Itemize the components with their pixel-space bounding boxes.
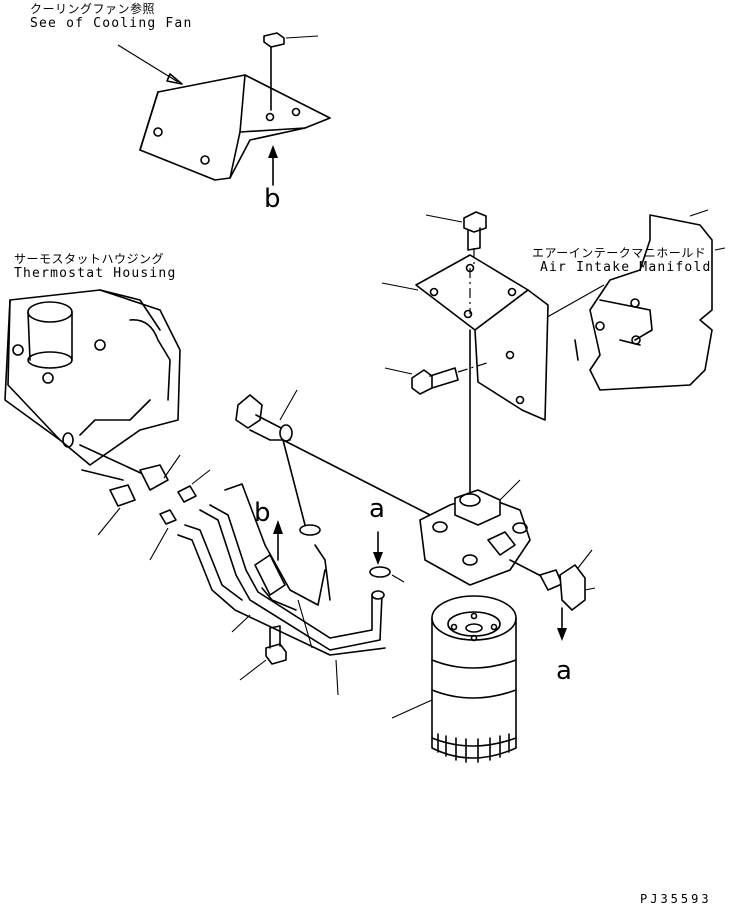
drain-fitting-part <box>539 549 596 611</box>
cooling-fan-leader <box>117 44 183 85</box>
hose-clips <box>282 439 405 583</box>
cooling-fan-label-jp: クーリングファン参照 <box>30 2 156 16</box>
arrow-b-mid <box>273 520 283 561</box>
coolant-pipes-part <box>177 483 386 656</box>
arrow-a-top <box>373 531 383 565</box>
drawing-code: PJ35593 <box>640 892 712 906</box>
arrow-a-bottom <box>557 607 567 641</box>
air-intake-label-en: Air Intake Manifold <box>540 260 712 275</box>
marker-b-top: b <box>264 184 281 214</box>
marker-a-bottom: a <box>556 656 572 686</box>
thermostat-housing-part <box>4 289 181 466</box>
fittings-left <box>79 444 211 561</box>
air-intake-manifold-part <box>574 209 726 391</box>
marker-a-top: a <box>369 494 385 524</box>
arrow-b-top <box>268 145 278 186</box>
fan-bracket-nut <box>263 32 319 111</box>
filter-cartridge-part <box>391 595 517 763</box>
thermostat-label-en: Thermostat Housing <box>14 266 177 281</box>
connector-fitting-part <box>235 389 441 521</box>
bracket-bolt-side <box>384 361 491 395</box>
cooling-fan-label-en: See of Cooling Fan <box>30 16 193 31</box>
fan-bracket-part <box>139 74 331 181</box>
clamp-bolt <box>239 625 287 681</box>
filter-mounting-bracket <box>381 254 549 421</box>
marker-b-mid: b <box>254 498 271 528</box>
bracket-bolt-top <box>425 211 487 265</box>
air-intake-label-jp: エアーインテークマニホールド <box>532 246 707 260</box>
thermostat-label-jp: サーモスタットハウジング <box>14 252 165 266</box>
pipe-clamp-bracket <box>231 554 339 696</box>
filter-head-part <box>419 479 546 586</box>
